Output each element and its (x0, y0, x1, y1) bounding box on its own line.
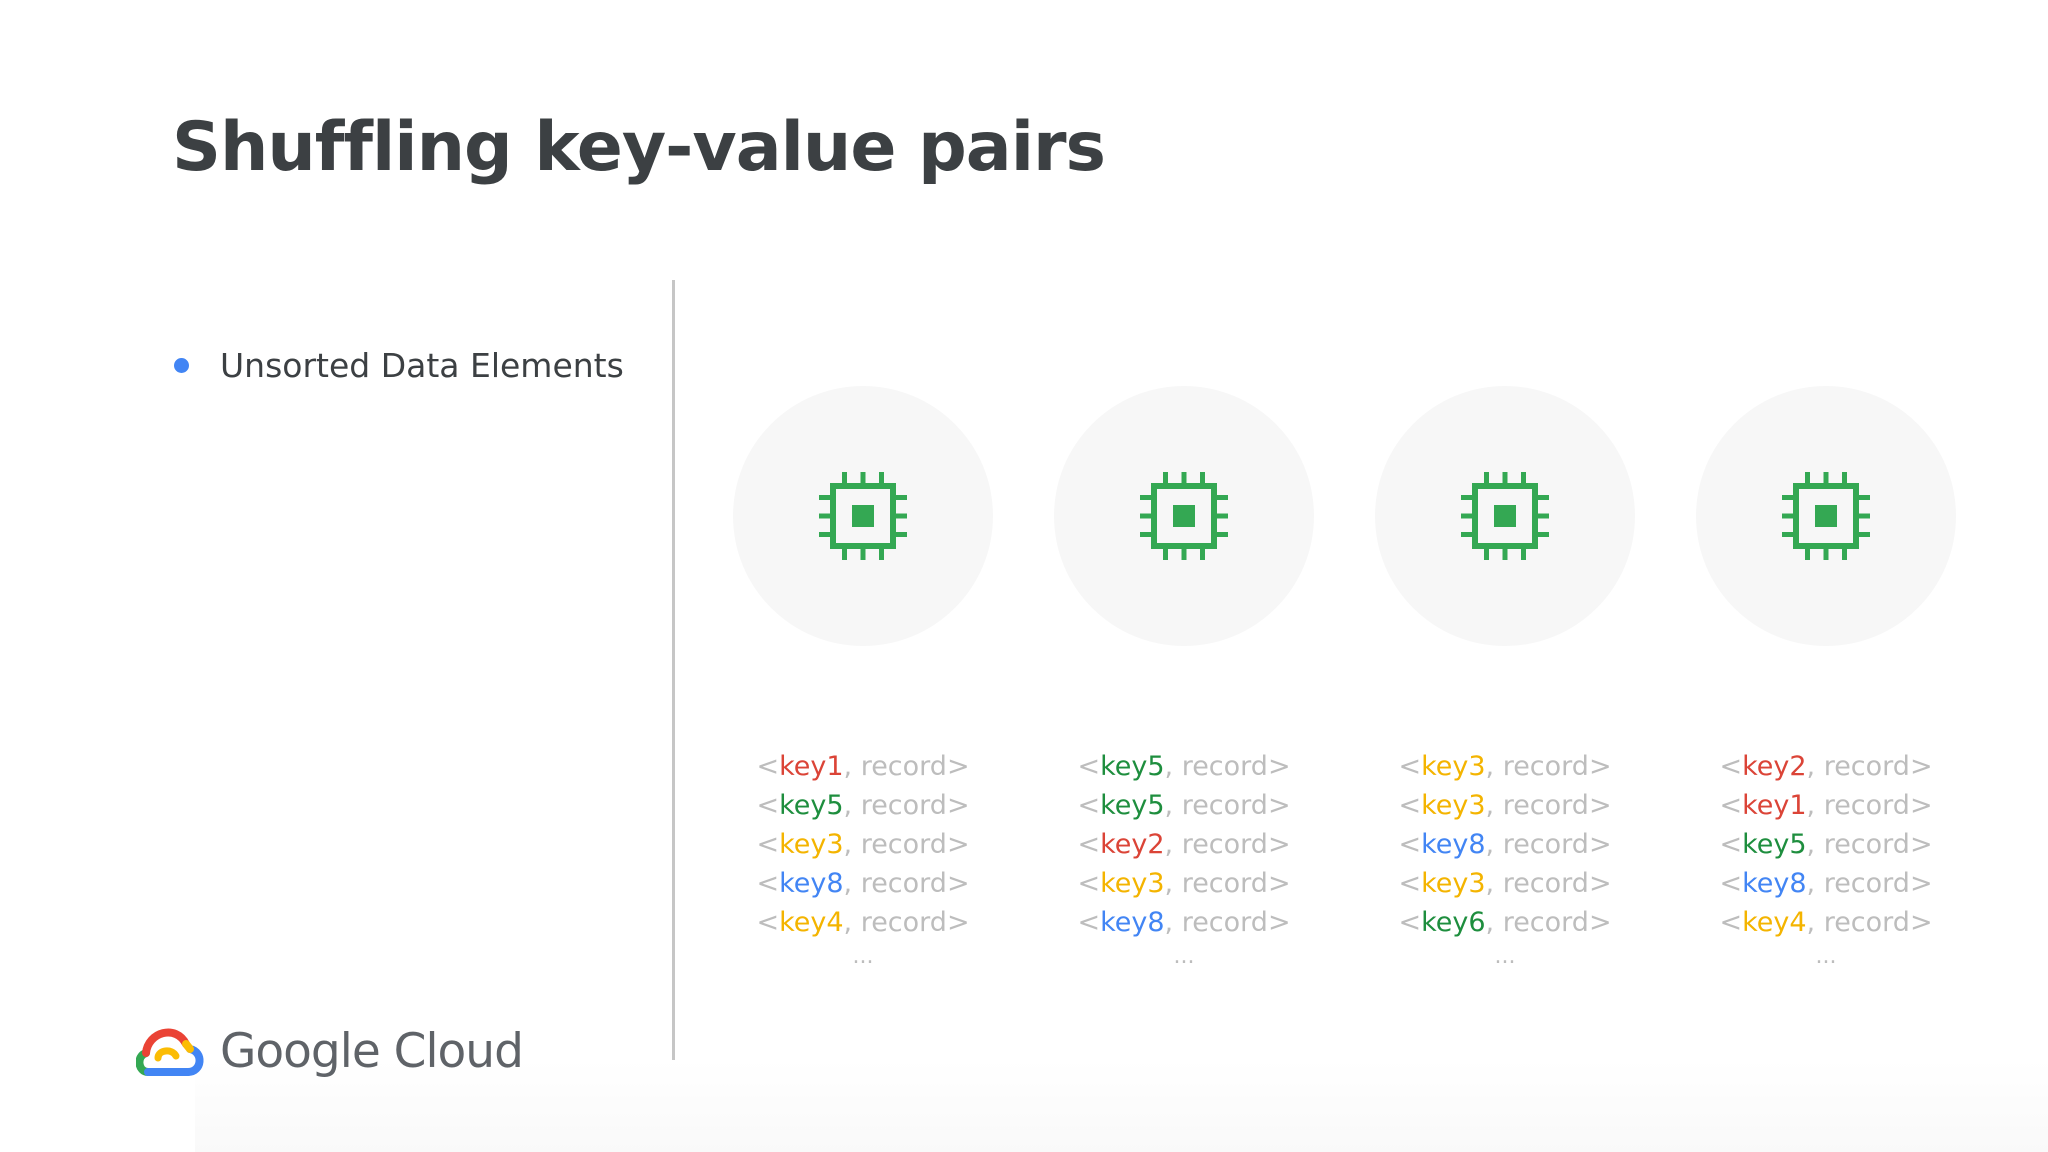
record-key: key3 (1421, 868, 1486, 899)
record-key: key5 (1100, 790, 1165, 821)
record-value: record (1502, 829, 1589, 860)
record-item: <key2, record> (1719, 751, 1933, 782)
record-key: key5 (1100, 751, 1165, 782)
record-key: key3 (1421, 751, 1486, 782)
record-key: key5 (779, 790, 844, 821)
record-item: <key4, record> (756, 907, 970, 938)
node-circle (1696, 386, 1956, 646)
record-key: key4 (1742, 907, 1807, 938)
record-item: <key5, record> (756, 790, 970, 821)
worker-node-4: <key2, record> <key1, record> <key5, rec… (1696, 386, 1956, 972)
record-value: record (1823, 751, 1910, 782)
record-key: key3 (1100, 868, 1165, 899)
worker-node-2: <key5, record> <key5, record> <key2, rec… (1054, 386, 1314, 972)
record-value: record (1181, 790, 1268, 821)
worker-node-3: <key3, record> <key3, record> <key8, rec… (1375, 386, 1635, 972)
record-item: <key3, record> (1398, 751, 1612, 782)
record-value: record (1502, 790, 1589, 821)
record-item: <key1, record> (756, 751, 970, 782)
more-ellipsis: ... (1173, 944, 1195, 969)
worker-node-1: <key1, record> <key5, record> <key3, rec… (733, 386, 993, 972)
record-key: key4 (779, 907, 844, 938)
record-item: <key8, record> (1077, 907, 1291, 938)
record-key: key8 (1421, 829, 1486, 860)
record-item: <key1, record> (1719, 790, 1933, 821)
record-value: record (1181, 868, 1268, 899)
record-item: <key3, record> (756, 829, 970, 860)
record-list: <key1, record> <key5, record> <key3, rec… (733, 747, 993, 972)
record-value: record (860, 829, 947, 860)
record-value: record (1502, 868, 1589, 899)
logo-wordmark: Google Cloud (220, 1023, 524, 1079)
record-value: record (860, 790, 947, 821)
chip-icon (1140, 472, 1228, 560)
bullet-text: Unsorted Data Elements (220, 345, 624, 385)
record-key: key1 (779, 751, 844, 782)
vertical-divider (672, 280, 675, 1070)
bullet-dot-icon (174, 357, 189, 373)
record-item: <key2, record> (1077, 829, 1291, 860)
record-key: key2 (1742, 751, 1807, 782)
record-key: key1 (1742, 790, 1807, 821)
record-key: key2 (1100, 829, 1165, 860)
record-item: <key3, record> (1398, 790, 1612, 821)
record-value: record (1823, 790, 1910, 821)
record-value: record (1181, 751, 1268, 782)
record-item: <key8, record> (756, 868, 970, 899)
node-circle (1375, 386, 1635, 646)
record-item: <key4, record> (1719, 907, 1933, 938)
record-key: key3 (1421, 790, 1486, 821)
record-value: record (860, 751, 947, 782)
record-list: <key5, record> <key5, record> <key2, rec… (1054, 747, 1314, 972)
more-ellipsis: ... (1494, 944, 1516, 969)
google-cloud-logo: Google Cloud (136, 1022, 524, 1080)
record-item: <key5, record> (1077, 790, 1291, 821)
record-key: key8 (1742, 868, 1807, 899)
record-value: record (860, 868, 947, 899)
chip-icon (1461, 472, 1549, 560)
bullet-item: Unsorted Data Elements (174, 343, 624, 387)
record-value: record (1823, 907, 1910, 938)
node-circle (733, 386, 993, 646)
record-value: record (1181, 907, 1268, 938)
google-cloud-icon (136, 1028, 204, 1076)
record-key: key3 (779, 829, 844, 860)
record-item: <key3, record> (1077, 868, 1291, 899)
more-ellipsis: ... (852, 944, 874, 969)
record-key: key5 (1742, 829, 1807, 860)
record-value: record (1823, 829, 1910, 860)
record-value: record (860, 907, 947, 938)
chip-icon (1782, 472, 1870, 560)
node-circle (1054, 386, 1314, 646)
footer-band (195, 1060, 2048, 1152)
record-key: key8 (1100, 907, 1165, 938)
record-list: <key2, record> <key1, record> <key5, rec… (1696, 747, 1956, 972)
more-ellipsis: ... (1815, 944, 1837, 969)
record-value: record (1502, 907, 1589, 938)
record-item: <key3, record> (1398, 868, 1612, 899)
record-item: <key8, record> (1719, 868, 1933, 899)
record-item: <key8, record> (1398, 829, 1612, 860)
record-item: <key5, record> (1077, 751, 1291, 782)
record-key: key8 (779, 868, 844, 899)
record-list: <key3, record> <key3, record> <key8, rec… (1375, 747, 1635, 972)
record-value: record (1502, 751, 1589, 782)
record-value: record (1823, 868, 1910, 899)
record-value: record (1181, 829, 1268, 860)
record-item: <key6, record> (1398, 907, 1612, 938)
record-item: <key5, record> (1719, 829, 1933, 860)
chip-icon (819, 472, 907, 560)
slide-title: Shuffling key-value pairs (172, 108, 1106, 187)
record-key: key6 (1421, 907, 1486, 938)
